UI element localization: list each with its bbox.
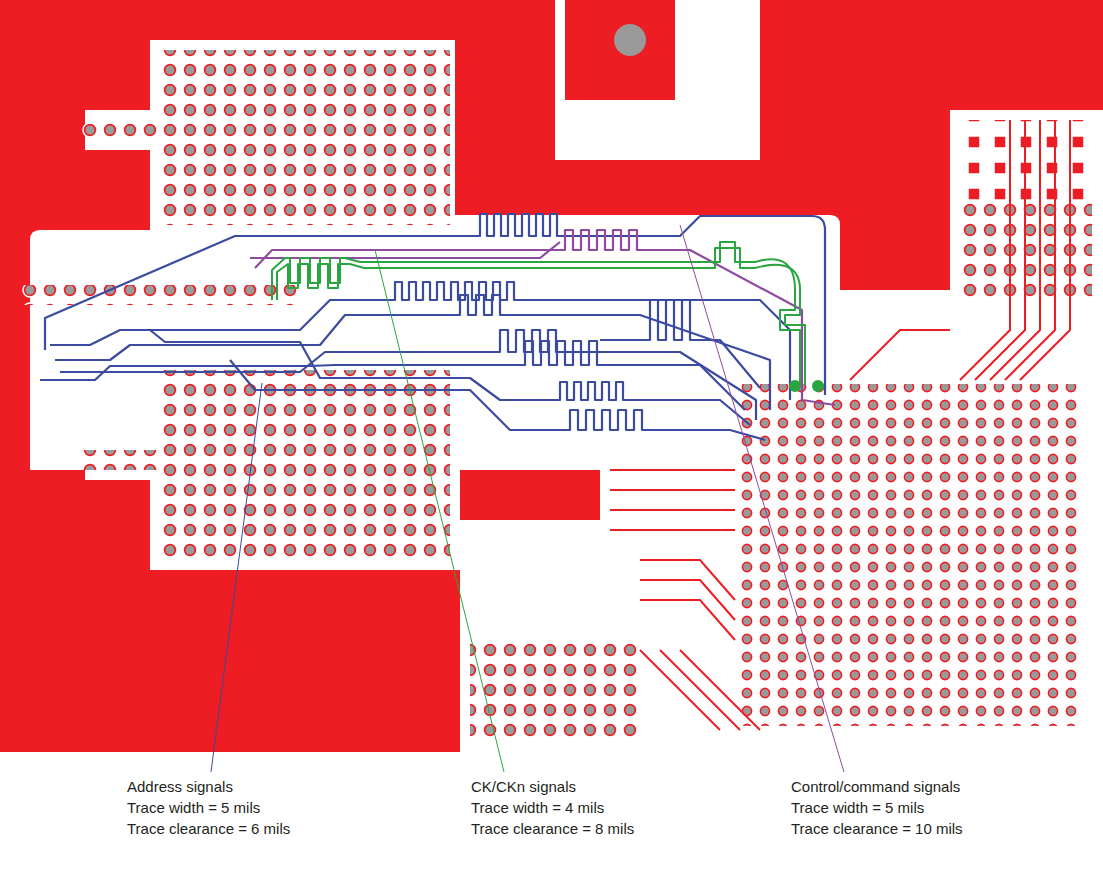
clearance-area [30, 0, 1103, 752]
via-field [80, 450, 220, 470]
trace-spec: Trace clearance = 8 mils [470, 820, 635, 838]
mounting-hole [614, 24, 646, 56]
address-traces [40, 214, 825, 440]
trace-spec: Trace width = 5 mils [790, 799, 925, 817]
control-traces [250, 230, 835, 405]
trace-spec: Trace width = 5 mils [126, 799, 261, 817]
fanout-traces [610, 120, 1070, 730]
via-field [962, 200, 1092, 300]
leader-line [680, 225, 844, 772]
trace-spec: Trace clearance = 6 mils [126, 820, 291, 838]
trace-spec: Trace clearance = 10 mils [790, 820, 964, 838]
leader-line [211, 383, 262, 772]
signal-group-name: CK/CKn signals [470, 778, 577, 796]
signal-group-name: Address signals [126, 778, 234, 796]
clock-traces [272, 242, 805, 385]
trace-spec: Trace width = 4 mils [470, 799, 605, 817]
via-field [20, 285, 300, 305]
copper-pour [0, 0, 1103, 752]
smd-pads [962, 120, 1092, 200]
copper-island [565, 0, 675, 100]
signal-group-name: Control/command signals [790, 778, 961, 796]
leader-line [375, 250, 504, 772]
bga-balls [738, 384, 1080, 726]
via-field [80, 120, 220, 140]
via-field [470, 640, 640, 740]
